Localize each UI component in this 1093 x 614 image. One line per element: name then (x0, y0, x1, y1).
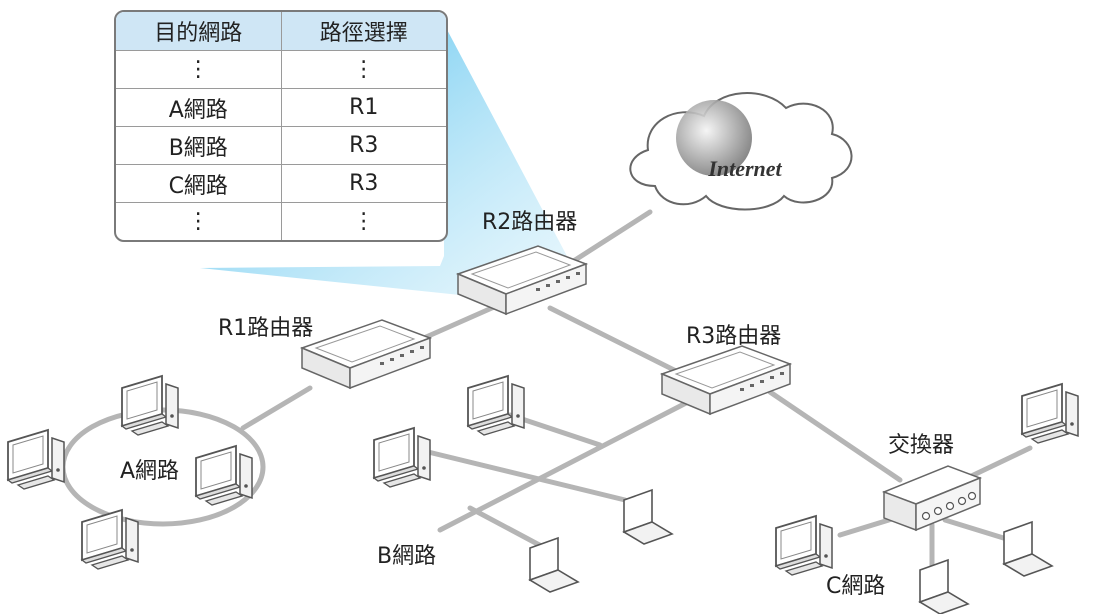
table-cell: ⋮ (280, 202, 446, 240)
table-cell: A網路 (116, 88, 282, 127)
table-header: 路徑選擇 (280, 12, 446, 51)
laptop-icon (919, 559, 969, 614)
table-header: 目的網路 (116, 12, 282, 51)
desktop-computer-icon (121, 375, 179, 436)
network-b-label: B網路 (377, 544, 437, 569)
table-cell: R1 (280, 88, 446, 127)
table-row: C網路 R3 (116, 164, 446, 203)
desktop-computer-icon (467, 375, 525, 436)
desktop-computer-icon (373, 427, 431, 488)
network-a-label: A網路 (120, 459, 180, 484)
router-icon (301, 319, 431, 389)
desktop-computer-icon (81, 509, 139, 570)
cloud-globe-icon (629, 92, 853, 211)
table-cell: ⋮ (116, 50, 282, 89)
desktop-computer-icon (1021, 383, 1079, 444)
table-row: B網路 R3 (116, 126, 446, 165)
table-row: A網路 R1 (116, 88, 446, 127)
desktop-computer-icon (195, 445, 253, 506)
switch-label: 交換器 (888, 433, 955, 458)
r2-router-label: R2路由器 (482, 210, 578, 235)
routing-table: 目的網路 路徑選擇 ⋮ ⋮ A網路 R1 B網路 R3 C網路 R3 ⋮ ⋮ (114, 10, 448, 242)
table-cell: R3 (280, 126, 446, 165)
table-row: ⋮ ⋮ (116, 50, 446, 89)
laptop-icon (1003, 521, 1053, 577)
table-cell: ⋮ (116, 202, 282, 240)
switch-icon (881, 465, 983, 532)
callout-wedge (200, 24, 568, 295)
table-cell: R3 (280, 164, 446, 203)
internet-label: Internet (707, 156, 782, 181)
desktop-computer-icon (7, 429, 65, 490)
table-cell: ⋮ (280, 50, 446, 89)
r3-router-label: R3路由器 (686, 324, 782, 349)
laptop-icon (623, 489, 673, 545)
table-cell: B網路 (116, 126, 282, 165)
table-cell: C網路 (116, 164, 282, 203)
desktop-computer-icon (775, 515, 833, 576)
table-row: ⋮ ⋮ (116, 202, 446, 240)
r1-router-label: R1路由器 (218, 316, 314, 341)
network-c-label: C網路 (826, 574, 886, 599)
laptop-icon (529, 537, 579, 593)
